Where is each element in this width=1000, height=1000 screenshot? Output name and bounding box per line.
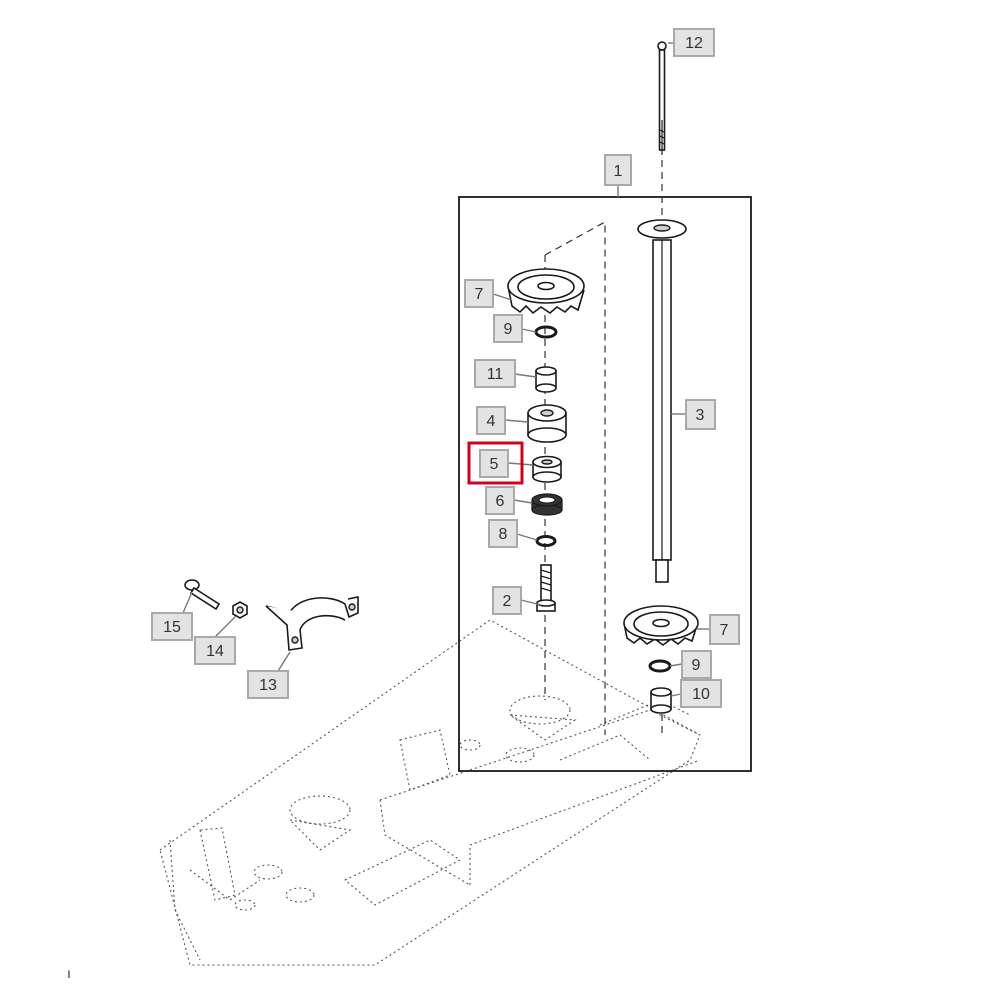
callout-8[interactable]: 8 [488,519,518,548]
part-15-bolt [184,579,221,611]
callout-5-highlight [467,441,524,485]
svg-text:10: 10 [692,686,710,703]
part-14-nut [232,601,248,619]
assembly-box [458,196,752,772]
part-7-sprocket-top [507,268,585,315]
svg-text:4: 4 [487,413,496,430]
part-2-bolt [536,564,556,612]
svg-text:9: 9 [692,657,701,674]
svg-text:8: 8 [499,526,508,543]
callout-leaders [182,42,710,697]
callout-4[interactable]: 4 [476,406,506,435]
svg-text:12: 12 [685,35,703,52]
callout-7-bottom[interactable]: 7 [709,614,740,645]
callout-10[interactable]: 10 [680,679,722,708]
part-13-bracket [265,596,359,651]
callout-11[interactable]: 11 [474,359,516,388]
svg-text:15: 15 [163,619,181,636]
part-7-sprocket-bottom [623,605,699,646]
callout-15[interactable]: 15 [151,612,193,641]
dashed-axis-lines [544,160,663,735]
part-6-bearing [531,493,563,516]
callout-12[interactable]: 12 [673,28,715,57]
part-4-spacer [527,404,567,443]
frame-outline-dotted [159,619,701,966]
svg-text:7: 7 [475,286,484,303]
svg-text:2: 2 [503,593,512,610]
part-9-ring-bottom [648,659,672,673]
svg-text:11: 11 [487,366,504,383]
part-3-shaft [637,219,687,583]
svg-text:5: 5 [490,456,499,473]
part-12-rod [657,41,667,155]
part-5-collar [532,455,562,483]
callout-6[interactable]: 6 [485,486,515,515]
svg-text:9: 9 [504,321,513,338]
callout-3[interactable]: 3 [685,399,716,430]
callout-7-top[interactable]: 7 [464,279,494,308]
part-11-bushing [535,366,557,393]
callout-2[interactable]: 2 [492,586,522,615]
svg-text:1: 1 [614,163,623,180]
callout-9-top[interactable]: 9 [493,314,523,343]
svg-text:14: 14 [206,643,224,660]
svg-text:7: 7 [720,622,729,639]
callout-1[interactable]: 1 [604,154,632,186]
callout-9-bottom[interactable]: 9 [681,650,712,679]
svg-text:13: 13 [259,677,277,694]
part-8-washer [535,535,557,547]
footer-mark: ı [67,965,71,981]
callout-13[interactable]: 13 [247,670,289,699]
part-9-ring-top [534,325,558,339]
svg-text:6: 6 [496,493,505,510]
callout-14[interactable]: 14 [194,636,236,665]
callout-5[interactable]: 5 [479,449,509,478]
svg-text:3: 3 [696,407,705,424]
part-10-bushing [650,687,672,714]
